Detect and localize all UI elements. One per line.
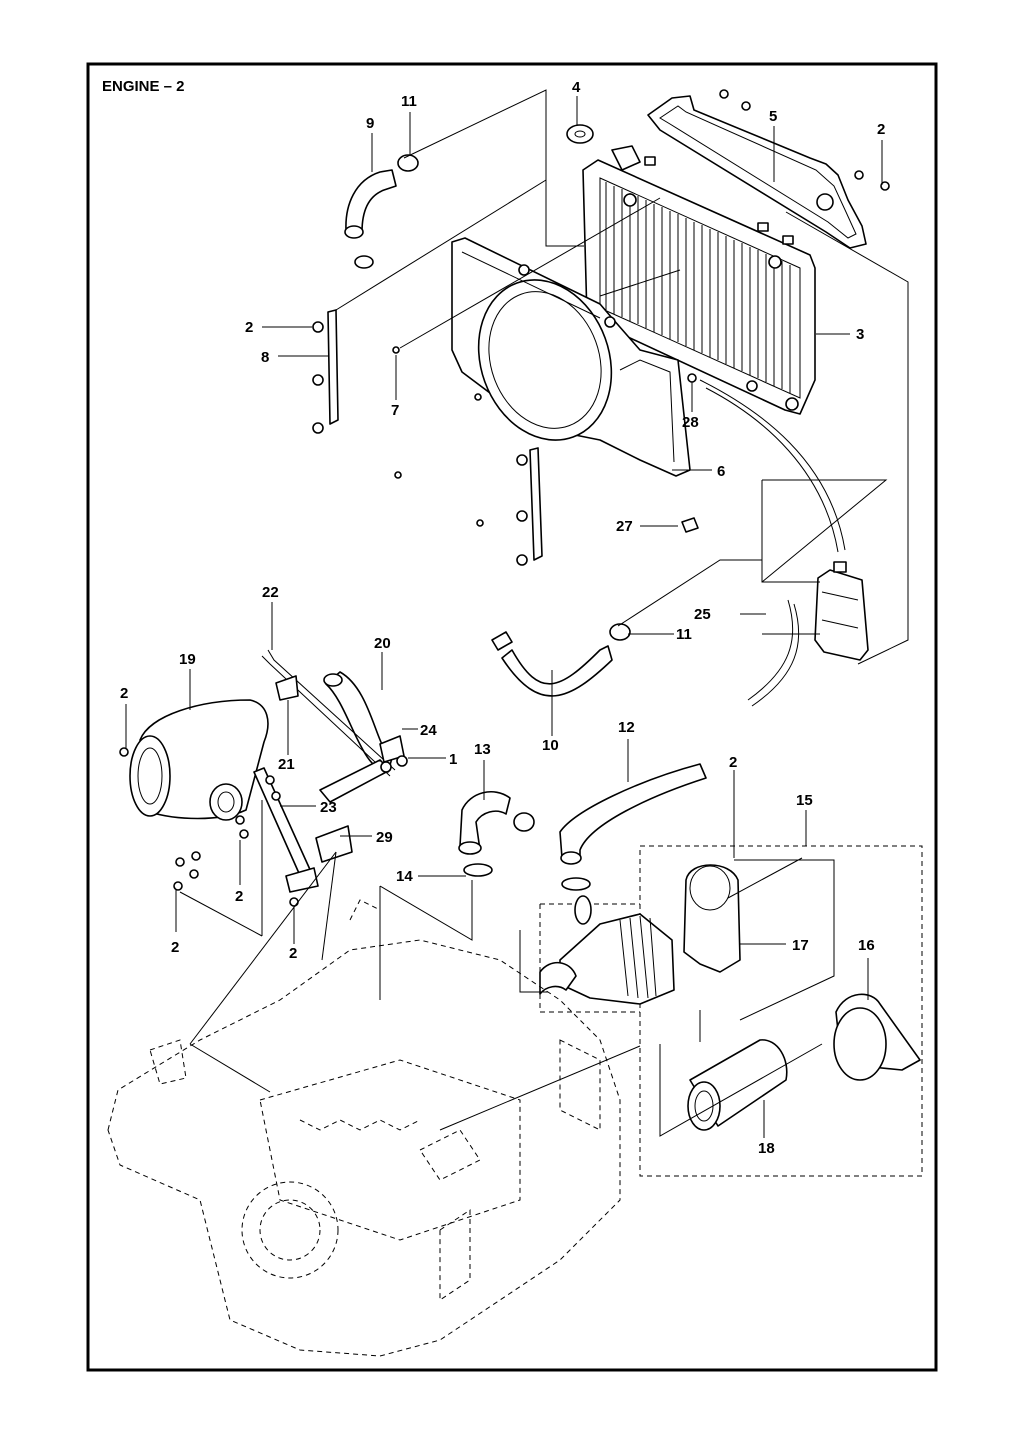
callout-2: 2 — [289, 945, 297, 962]
callout-14: 14 — [396, 868, 413, 885]
callout-22: 22 — [262, 584, 279, 601]
upper-hose — [344, 154, 419, 269]
callout-labels: 11 9 4 5 2 2 8 3 7 28 6 27 22 25 11 19 2… — [120, 79, 885, 1157]
callout-27: 27 — [616, 518, 633, 535]
callout-29: 29 — [376, 829, 393, 846]
overflow-tank — [699, 379, 869, 707]
callout-23: 23 — [320, 799, 337, 816]
callout-15: 15 — [796, 792, 813, 809]
engine-block — [107, 899, 621, 1357]
callout-10: 10 — [542, 737, 559, 754]
callout-13: 13 — [474, 741, 491, 758]
intake-elbow — [458, 790, 535, 877]
diagram-frame — [86, 62, 938, 1372]
callout-7: 7 — [391, 402, 399, 419]
callout-1: 1 — [449, 751, 457, 768]
fan-shroud — [451, 237, 691, 477]
callout-2: 2 — [120, 685, 128, 702]
callout-3: 3 — [856, 326, 864, 343]
callout-11: 11 — [401, 93, 417, 110]
callout-16: 16 — [858, 937, 875, 954]
callout-6: 6 — [717, 463, 725, 480]
exhaust-pipe — [261, 649, 408, 803]
radiator — [582, 145, 816, 415]
callout-18: 18 — [758, 1140, 775, 1157]
radiator-cap — [566, 124, 594, 144]
callout-11: 11 — [676, 626, 692, 643]
callout-17: 17 — [792, 937, 809, 954]
callout-20: 20 — [374, 635, 391, 652]
muffler — [119, 699, 269, 821]
callout-12: 12 — [618, 719, 635, 736]
callout-2: 2 — [171, 939, 179, 956]
callout-4: 4 — [572, 79, 581, 96]
callout-24: 24 — [420, 722, 437, 739]
callout-2: 2 — [245, 319, 253, 336]
callout-25: 25 — [694, 606, 711, 623]
lower-hose — [491, 623, 631, 697]
air-cleaner-assembly — [539, 845, 923, 1177]
leader-lines — [125, 89, 909, 1138]
intake-hose — [559, 763, 707, 891]
callout-2: 2 — [235, 888, 243, 905]
callout-9: 9 — [366, 115, 374, 132]
bracket-left — [312, 309, 339, 434]
mounting-plate — [647, 95, 867, 249]
callout-28: 28 — [682, 414, 699, 431]
callout-19: 19 — [179, 651, 196, 668]
callout-2: 2 — [877, 121, 885, 138]
diagram-title: ENGINE – 2 — [102, 78, 185, 95]
callout-21: 21 — [278, 756, 295, 773]
callout-8: 8 — [261, 349, 269, 366]
bolts-top — [392, 89, 890, 533]
callout-2: 2 — [729, 754, 737, 771]
bracket-right — [516, 447, 543, 566]
callout-5: 5 — [769, 108, 777, 125]
